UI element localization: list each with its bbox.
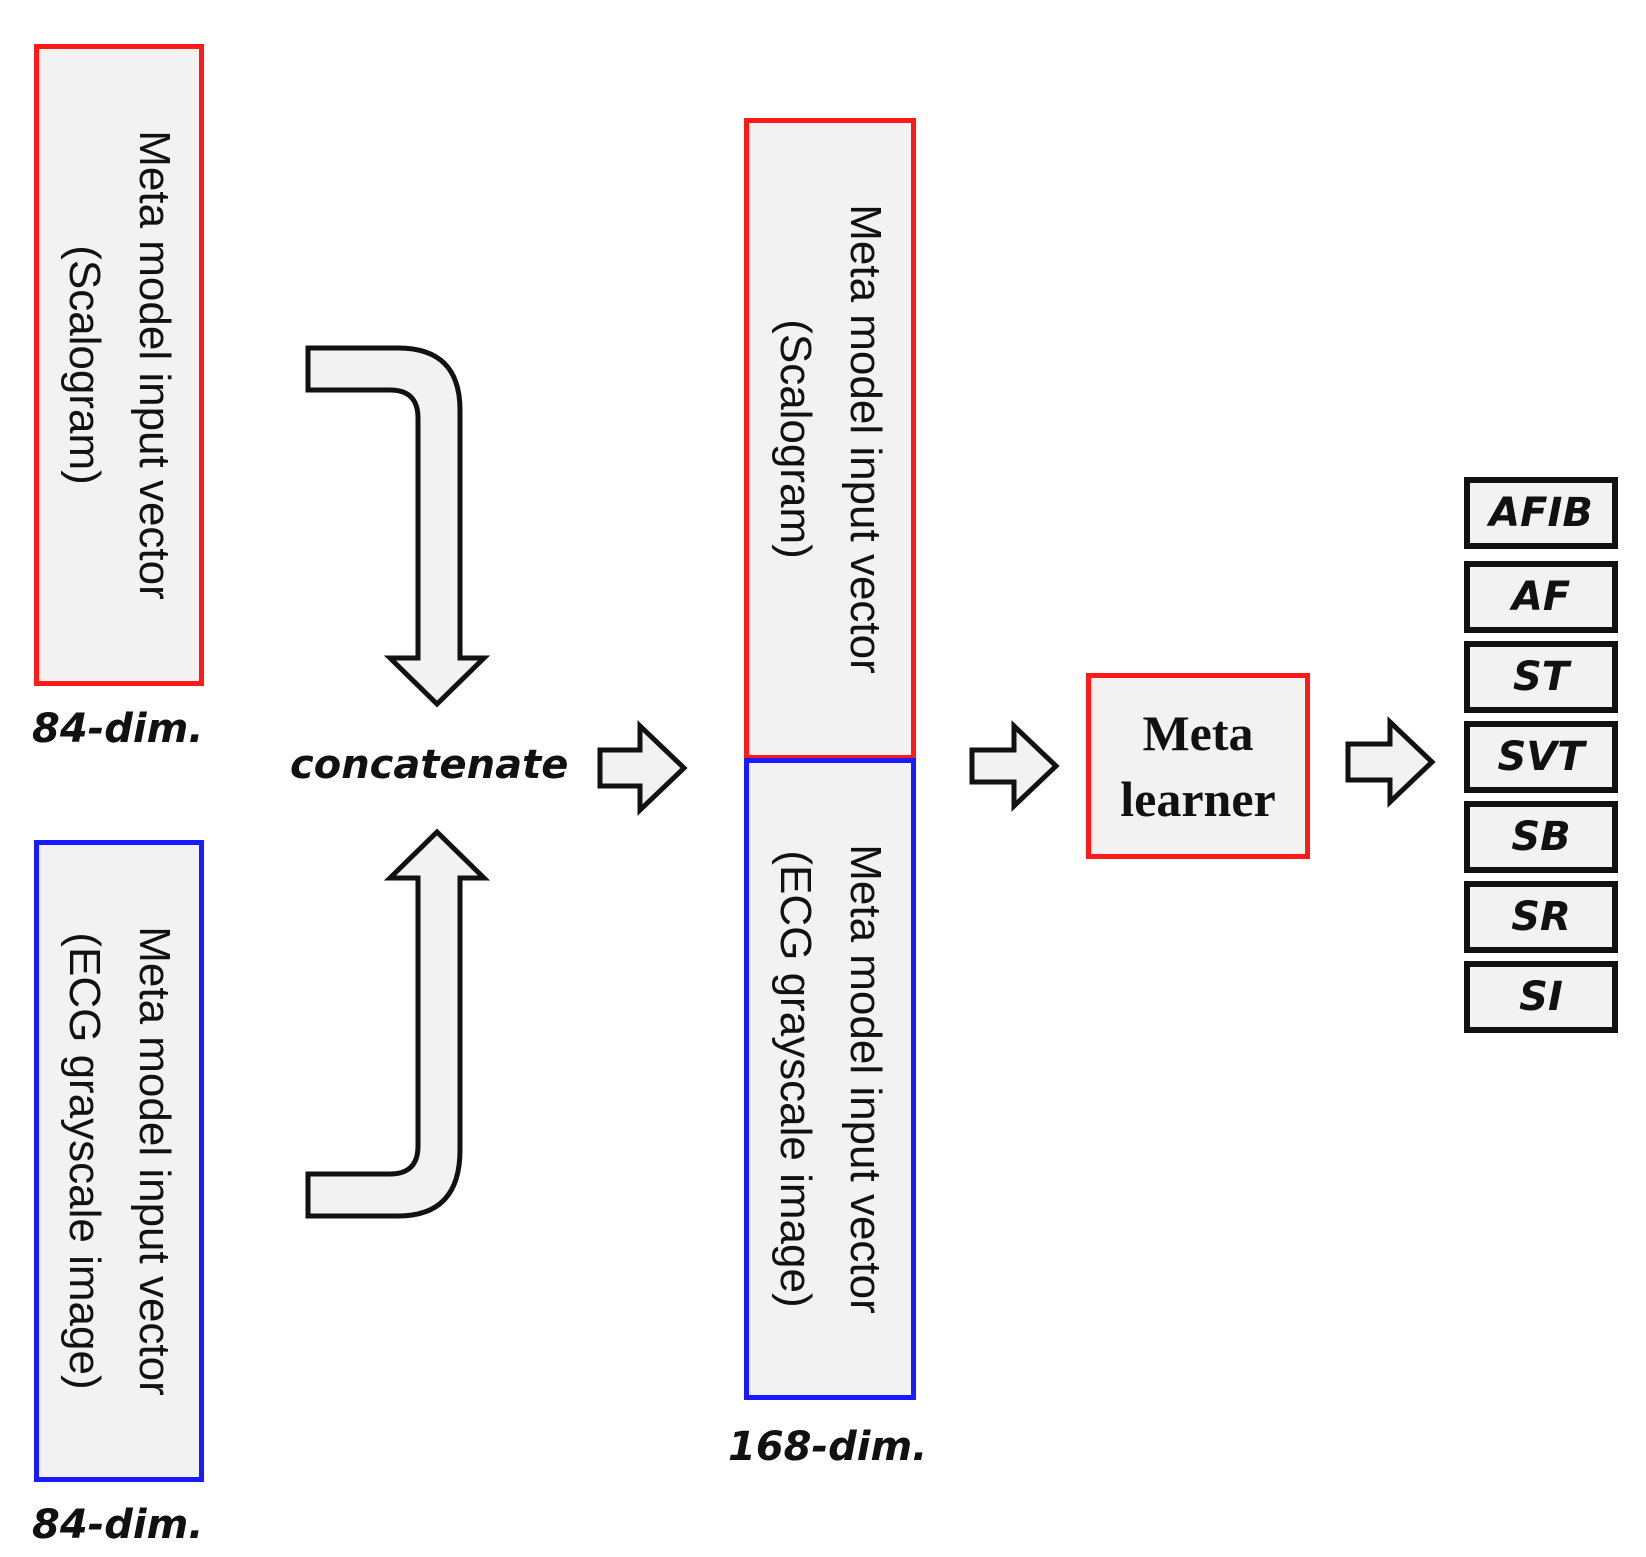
combined-scalogram-box: Meta model input vector (Scalogram) xyxy=(744,118,916,760)
class-box-st: ST xyxy=(1464,641,1618,713)
scalogram-input-box: Meta model input vector (Scalogram) xyxy=(34,44,204,686)
concat-right-arrow-icon xyxy=(597,720,688,816)
to-meta-learner-arrow-icon xyxy=(969,720,1060,812)
curved-up-arrow-icon xyxy=(305,828,491,1219)
class-box-svt: SVT xyxy=(1464,721,1618,793)
concatenate-label: concatenate xyxy=(290,742,569,788)
meta-learner-line1: Meta xyxy=(1142,705,1254,761)
class-box-sr: SR xyxy=(1464,881,1618,953)
class-box-afib: AFIB xyxy=(1464,477,1618,549)
combined-dim-label: 168-dim. xyxy=(728,1424,928,1470)
curved-down-arrow-icon xyxy=(305,345,491,708)
to-classes-arrow-icon xyxy=(1345,716,1436,808)
ecg-dim-label: 84-dim. xyxy=(32,1502,204,1548)
meta-learner-line2: learner xyxy=(1120,771,1276,827)
class-box-af: AF xyxy=(1464,561,1618,633)
class-box-si: SI xyxy=(1464,961,1618,1033)
class-box-sb: SB xyxy=(1464,801,1618,873)
scalogram-dim-label: 84-dim. xyxy=(32,706,204,752)
ecg-input-box: Meta model input vector (ECG grayscale i… xyxy=(34,840,204,1482)
meta-learner-box: Meta learner xyxy=(1086,673,1310,859)
combined-ecg-box: Meta model input vector (ECG grayscale i… xyxy=(744,758,916,1400)
